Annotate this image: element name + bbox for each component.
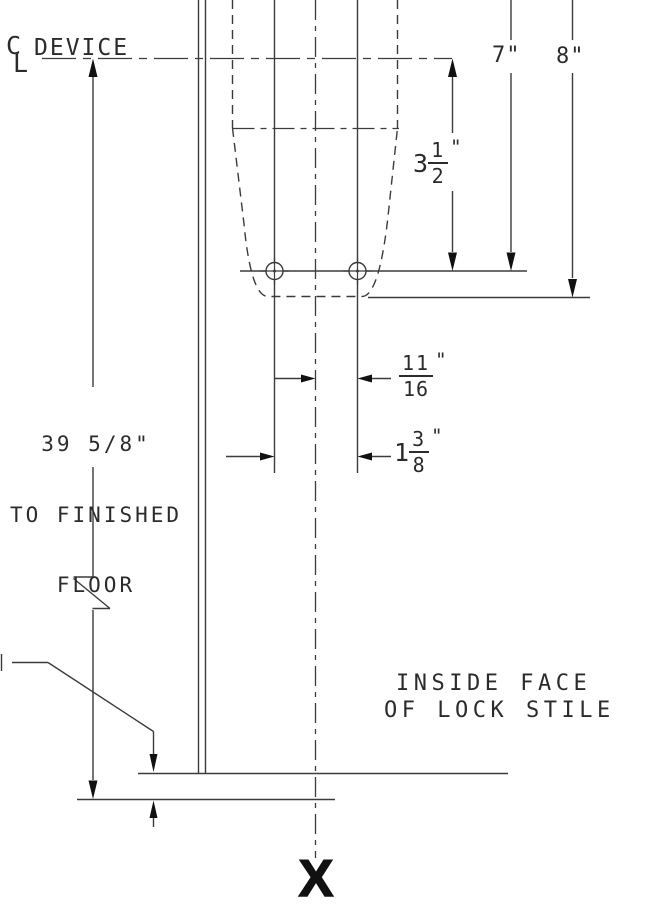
dim-11-16-fraction: 11 16 [399, 352, 434, 401]
screw-holes [260, 257, 372, 285]
floor-lines [77, 772, 508, 801]
dim-39-5-8-line3: FLOOR [56, 573, 136, 597]
dim-39-5-8-label: 39 5/8" TO FINISHED FLOOR [10, 386, 182, 645]
dim-1-3-8-whole: 1 [394, 437, 410, 467]
dim-8-label: 8" [556, 44, 585, 69]
dim-arrow-7 [506, 252, 516, 271]
centerline-symbol-l: L [13, 49, 29, 78]
dim-39-5-8-line1: 39 5/8" [41, 432, 151, 456]
dim-11-16-numerator: 11 [399, 352, 434, 377]
dim-arrows-3-5 [448, 58, 457, 271]
dim-11-16-label: 11 16 " [399, 349, 447, 401]
dim-39-5-8-line2: TO FINISHED [9, 502, 183, 527]
dim-1-3-8-denominator: 8 [412, 453, 426, 477]
dim-1-3-8-fraction: 3 8 [409, 428, 430, 477]
dim-line-39-5-8 [73, 77, 111, 780]
dim-3-5-unit: " [450, 136, 462, 158]
x-datum-marker: X [298, 850, 334, 908]
dim-1-3-8-unit: " [431, 425, 443, 447]
centerline-symbol-c: C [6, 31, 22, 60]
dim-1-3-8-label: 1 3 8 " [394, 425, 443, 477]
device-outline [231, 0, 399, 298]
door-bottom-leader [0, 654, 155, 827]
device-label: DEVICE [34, 35, 130, 61]
hole-extension-lines [273, 0, 359, 473]
inside-face-note-line1: INSIDE FACE [396, 671, 592, 696]
dim-3-5-label: 3 1 2 " [413, 136, 462, 188]
dim-arrow-8 [568, 279, 577, 298]
centerline-symbol: C L [0, 0, 39, 76]
dim-7-label: 7" [492, 43, 521, 68]
door-stile-edge-lines [197, 0, 207, 773]
dim-3-5-whole: 3 [413, 148, 429, 178]
dim-arrows-1-3-8 [260, 452, 372, 461]
dim-11-16-denominator: 16 [403, 377, 430, 401]
dim-arrows-11-16 [301, 374, 372, 383]
dim-arrows-39-5-8 [88, 58, 98, 799]
inside-face-note-line2: OF LOCK STILE [384, 698, 615, 723]
dim-11-16-unit: " [435, 349, 447, 371]
dim-3-5-numerator: 1 [428, 139, 449, 164]
dim-3-5-denominator: 2 [431, 164, 445, 188]
dim-1-3-8-numerator: 3 [409, 428, 430, 453]
dim-3-5-fraction: 1 2 [428, 139, 449, 188]
undercut-arrows [149, 754, 158, 818]
